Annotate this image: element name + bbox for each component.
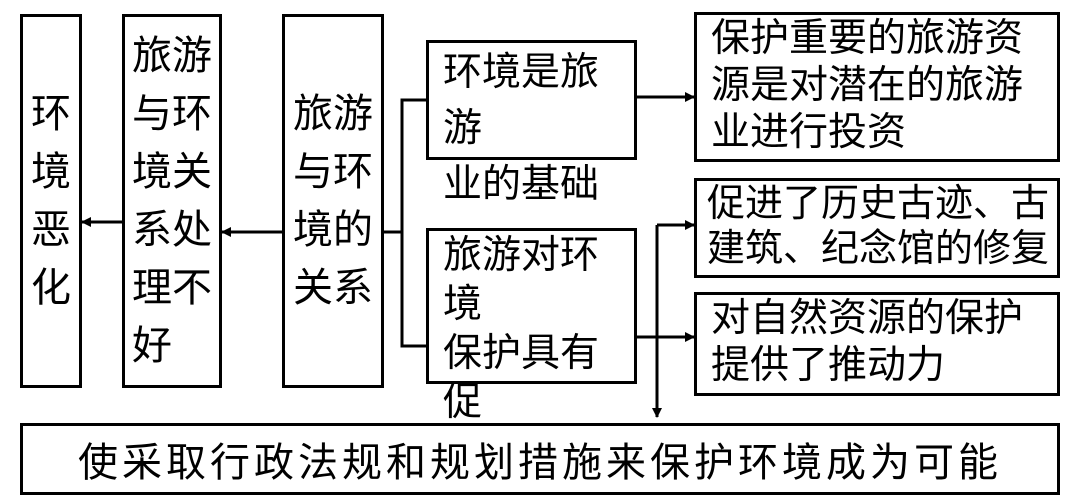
node-foundation: 环境是旅游 业的基础 xyxy=(426,40,637,207)
node-investment: 保护重要的旅游资 源是对潜在的旅游 业进行投资 xyxy=(694,12,1060,162)
node-deterioration-label: 环 境 恶 化 xyxy=(31,91,71,311)
node-nature-label: 对自然资源的保护 提供了推动力 xyxy=(711,296,1024,388)
node-relationship-label: 旅游 与环 境的 关系 xyxy=(293,91,373,311)
node-deterioration: 环 境 恶 化 xyxy=(20,14,82,388)
node-nature: 对自然资源的保护 提供了推动力 xyxy=(694,292,1060,396)
node-mishandled: 旅游 与环 境关 系处 理不 好 xyxy=(122,14,222,388)
node-foundation-label: 环境是旅游 业的基础 xyxy=(443,50,600,207)
node-measures: 使采取行政法规和规划措施来保护环境成为可能 xyxy=(20,423,1060,495)
node-measures-label: 使采取行政法规和规划措施来保护环境成为可能 xyxy=(78,440,1002,486)
node-relationship: 旅游 与环 境的 关系 xyxy=(282,14,384,388)
node-restoration-label: 促进了历史古迹、古 建筑、纪念馆的修复 xyxy=(707,181,1050,270)
branch-relationship xyxy=(400,98,426,348)
node-mishandled-label: 旅游 与环 境关 系处 理不 好 xyxy=(132,33,212,369)
node-investment-label: 保护重要的旅游资 源是对潜在的旅游 业进行投资 xyxy=(711,16,1024,155)
node-promotion: 旅游对环境 保护具有促 进作用 xyxy=(426,228,637,474)
node-restoration: 促进了历史古迹、古 建筑、纪念馆的修复 xyxy=(694,178,1060,278)
